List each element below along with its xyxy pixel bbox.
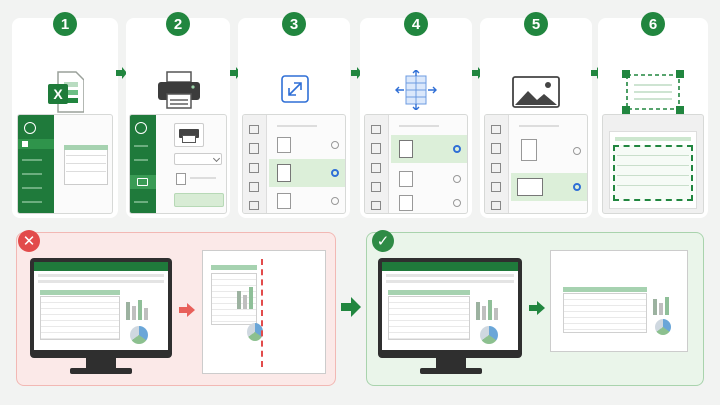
fit-all-columns-option [364,114,468,214]
cut-off-print-preview [202,250,326,374]
scaling-option-fit-sheet[interactable] [269,159,345,187]
step-arrow-icon [116,67,127,79]
step-3-badge: 3 [282,12,306,36]
printer-icon [158,71,200,109]
orientation-option-landscape[interactable] [511,173,587,201]
excel-logo-letter: X [53,86,63,102]
step-6-panel: 6 [598,12,708,218]
right-status-icon: ✓ [372,230,394,252]
wrong-flow-arrow [179,303,195,317]
step-1-panel: 1 X [12,12,118,218]
scaling-option-custom[interactable] [391,193,467,213]
step-5-panel: 5 [480,12,592,218]
printer-dropdown[interactable] [174,153,222,165]
page-selection-icon [622,70,684,114]
print-settings-pane [129,114,227,214]
step-6-badge: 6 [641,12,665,36]
step-3-panel: 3 [238,12,350,218]
monitor-left [30,258,172,358]
step-4-panel: 4 [360,12,472,218]
print-preview-selection [602,114,704,214]
excel-app-icon: X [48,71,84,113]
fit-to-page-icon [281,75,309,103]
wrong-status-icon: ✕ [18,230,40,252]
print-area-selection[interactable] [613,145,693,201]
landscape-image-icon [512,76,560,108]
fitted-print-preview [550,250,688,352]
scaling-option-no-scaling[interactable] [269,135,345,155]
step-1-badge: 1 [53,12,77,36]
step-2-badge: 2 [166,12,190,36]
scaling-option-fit-all-columns[interactable] [391,135,467,163]
step-arrow-icon [351,67,362,79]
scaling-options-list [242,114,346,214]
result-flow-arrow [341,297,361,317]
fit-columns-icon [395,70,437,110]
right-flow-arrow [529,301,545,315]
step-4-badge: 4 [404,12,428,36]
step-2-panel: 2 [126,12,230,218]
print-button[interactable] [174,193,224,207]
back-arrow-icon[interactable] [24,122,36,134]
step-5-badge: 5 [524,12,548,36]
file-backstage-menu [17,114,113,214]
orientation-options-list [484,114,588,214]
monitor-right [378,258,522,358]
scaling-option-fit-rows[interactable] [391,169,467,189]
orientation-option-portrait[interactable] [511,137,587,165]
scaling-option-fit-columns[interactable] [269,191,345,211]
page-cut-line [261,259,263,367]
